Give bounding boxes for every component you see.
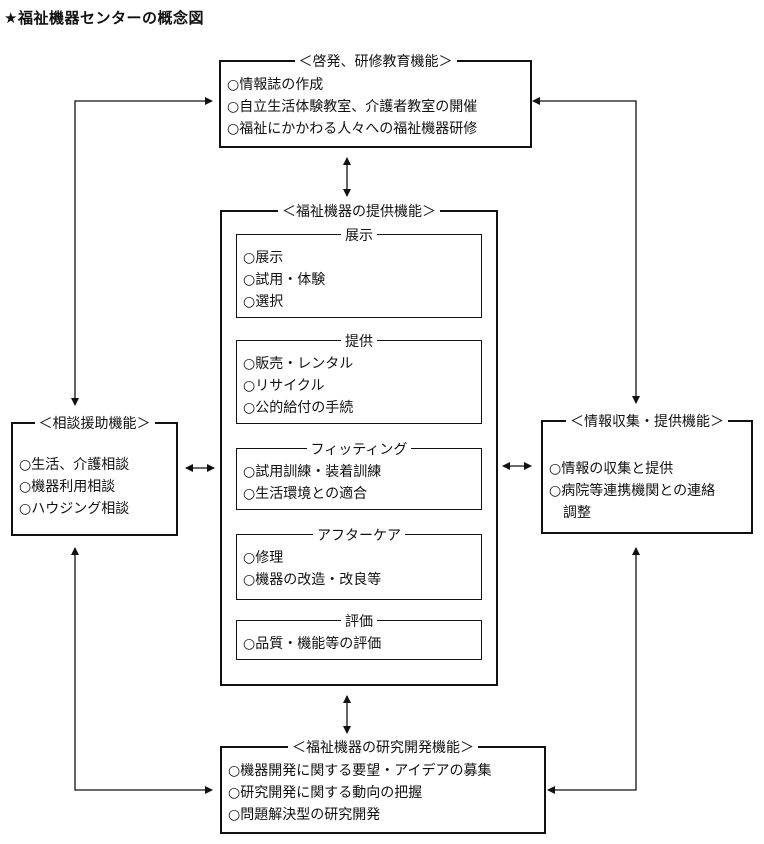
section-supply: 提供 ○販売・レンタル ○リサイクル ○公的給付の手続 (236, 334, 482, 424)
section-fitting: フィッティング ○試用訓練・装着訓練 ○生活環境との適合 (236, 442, 482, 510)
section-aftercare: アフターケア ○修理 ○機器の改造・改良等 (236, 528, 482, 600)
box-consultation-support: ＜相談援助機能＞ ○生活、介護相談 ○機器利用相談 ○ハウジング相談 (11, 416, 178, 536)
arrow-right-bottom (547, 547, 640, 794)
list-item: ○試用・体験 (243, 272, 326, 288)
box-awareness-training: ＜啓発、研修教育機能＞ ○情報誌の作成 ○自立生活体験教室、介護者教室の開催 ○… (219, 54, 532, 148)
box-title-awareness-training: ＜啓発、研修教育機能＞ (294, 54, 457, 70)
list-item: ○生活、介護相談 (19, 457, 130, 473)
list-item: ○修理 (243, 550, 284, 566)
list-item: ○販売・レンタル (243, 356, 354, 372)
list-item: ○機器の改造・改良等 (243, 572, 382, 588)
section-evaluation: 評価 ○品質・機能等の評価 (236, 614, 482, 660)
list-item: ○機器開発に関する要望・アイデアの募集 (228, 763, 492, 779)
list-item: ○研究開発に関する動向の把握 (228, 785, 423, 801)
list-item: ○生活環境との適合 (243, 486, 368, 502)
box-information-services: ＜情報収集・提供機能＞ ○情報の収集と提供 ○病院等連携機関との連絡 調整 (541, 414, 753, 534)
box-title-research-development: ＜福祉機器の研究開発機能＞ (288, 740, 478, 756)
list-item: ○試用訓練・装着訓練 (243, 464, 382, 480)
list-item: ○ハウジング相談 (19, 501, 130, 517)
box-equipment-provision: ＜福祉機器の提供機能＞ 展示 ○展示 ○試用・体験 ○選択 提供 ○販売・レンタ… (220, 204, 498, 686)
box-title-equipment-provision: ＜福祉機器の提供機能＞ (278, 204, 440, 220)
list-item: ○自立生活体験教室、介護者教室の開催 (227, 99, 478, 115)
section-title: 提供 (341, 334, 377, 350)
list-item: ○機器利用相談 (19, 479, 116, 495)
diagram-title: ★福祉機器センターの概念図 (4, 9, 204, 27)
section-exhibition: 展示 ○展示 ○試用・体験 ○選択 (236, 228, 482, 318)
list-item: 調整 (563, 505, 591, 521)
list-item: ○展示 (243, 250, 284, 266)
list-item: ○情報の収集と提供 (549, 461, 674, 477)
section-title: アフターケア (313, 528, 405, 544)
arrow-top-right (532, 97, 640, 404)
arrow-left-bottom (71, 547, 213, 794)
arrow-top-left (71, 97, 213, 406)
section-title: 評価 (341, 614, 377, 630)
section-title: フィッティング (306, 442, 412, 458)
list-item: ○選択 (243, 294, 284, 310)
list-item: ○リサイクル (243, 378, 325, 394)
list-item: ○福祉にかかわる人々への福祉機器研修 (227, 121, 478, 137)
box-research-development: ＜福祉機器の研究開発機能＞ ○機器開発に関する要望・アイデアの募集 ○研究開発に… (220, 740, 546, 834)
list-item: ○公的給付の手続 (243, 400, 354, 416)
list-item: ○病院等連携機関との連絡 (549, 483, 716, 499)
list-item: ○問題解決型の研究開発 (228, 807, 381, 823)
list-item: ○品質・機能等の評価 (243, 636, 382, 652)
section-title: 展示 (341, 228, 377, 244)
box-title-consultation-support: ＜相談援助機能＞ (34, 416, 155, 432)
list-item: ○情報誌の作成 (227, 77, 324, 93)
box-title-information-services: ＜情報収集・提供機能＞ (566, 414, 728, 430)
